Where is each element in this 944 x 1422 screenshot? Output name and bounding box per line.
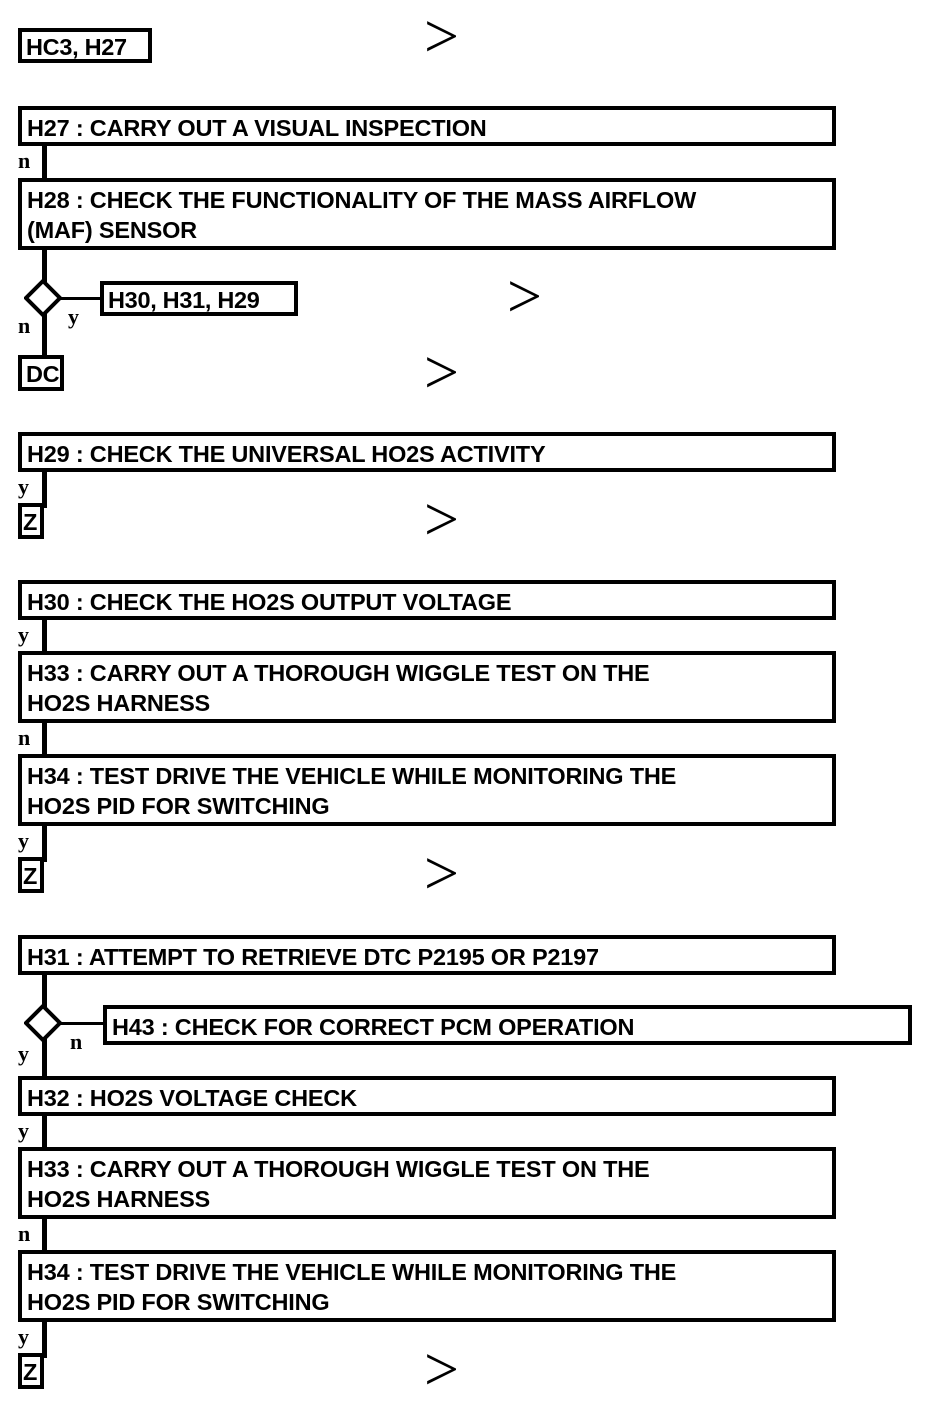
branch-label-decision1-no: n [18, 313, 31, 338]
connector-h31-decision2 [42, 975, 47, 1007]
connector-h30-h33a [42, 620, 47, 652]
connector-h29-z1 [42, 472, 47, 508]
branch-label-h33b-h34b: n [18, 1221, 31, 1246]
step-h28[interactable]: H28 : CHECK THE FUNCTIONALITY OF THE MAS… [18, 178, 836, 250]
step-h33-a[interactable]: H33 : CARRY OUT A THOROUGH WIGGLE TEST O… [18, 651, 836, 723]
page-break-chevron-icon: > [424, 339, 459, 407]
connector-h33b-h34b [42, 1219, 47, 1251]
connector-h34a-z2 [42, 826, 47, 862]
connector-h32-h33b [42, 1116, 47, 1148]
page-break-chevron-icon: > [424, 486, 459, 554]
connector-h34b-z3 [42, 1322, 47, 1358]
step-h30[interactable]: H30 : CHECK THE HO2S OUTPUT VOLTAGE [18, 580, 836, 620]
branch-label-h27-h28: n [18, 148, 31, 173]
connector-h28-decision1 [42, 250, 47, 282]
step-h43[interactable]: H43 : CHECK FOR CORRECT PCM OPERATION [103, 1005, 912, 1045]
branch-label-h33a-h34a: n [18, 725, 31, 750]
connector-decision1-tag [58, 297, 102, 300]
step-h27[interactable]: H27 : CARRY OUT A VISUAL INSPECTION [18, 106, 836, 146]
connector-h33a-h34a [42, 723, 47, 755]
branch-label-h34a-z2: y [18, 828, 29, 853]
terminal-z-3[interactable]: Z [18, 1353, 44, 1389]
branch-tag-h30-h31-h29[interactable]: H30, H31, H29 [100, 281, 298, 316]
connector-h27-h28 [42, 146, 47, 179]
step-h29[interactable]: H29 : CHECK THE UNIVERSAL HO2S ACTIVITY [18, 432, 836, 472]
step-h34-b[interactable]: H34 : TEST DRIVE THE VEHICLE WHILE MONIT… [18, 1250, 836, 1322]
branch-label-decision1-yes: y [68, 304, 79, 329]
step-h32[interactable]: H32 : HO2S VOLTAGE CHECK [18, 1076, 836, 1116]
branch-label-h29-z1: y [18, 474, 29, 499]
branch-label-h30-h33a: y [18, 622, 29, 647]
branch-label-h34b-z3: y [18, 1324, 29, 1349]
terminal-dc[interactable]: DC [18, 355, 64, 391]
branch-label-h32-h33b: y [18, 1118, 29, 1143]
branch-label-decision2-yes: y [18, 1041, 29, 1066]
connector-decision1-dc [42, 314, 47, 357]
branch-label-decision2-no: n [70, 1029, 83, 1054]
step-h33-b[interactable]: H33 : CARRY OUT A THOROUGH WIGGLE TEST O… [18, 1147, 836, 1219]
terminal-z-2[interactable]: Z [18, 857, 44, 893]
page-break-chevron-icon: > [424, 3, 459, 71]
connector-decision2-h43 [58, 1022, 106, 1025]
page-break-chevron-icon: > [424, 840, 459, 908]
page-break-chevron-icon: > [507, 263, 542, 331]
page-break-chevron-icon: > [424, 1336, 459, 1404]
step-h31[interactable]: H31 : ATTEMPT TO RETRIEVE DTC P2195 OR P… [18, 935, 836, 975]
step-h34-a[interactable]: H34 : TEST DRIVE THE VEHICLE WHILE MONIT… [18, 754, 836, 826]
terminal-z-1[interactable]: Z [18, 503, 44, 539]
entry-tag-hc3-h27[interactable]: HC3, H27 [18, 28, 152, 63]
connector-decision2-h32 [42, 1039, 47, 1077]
